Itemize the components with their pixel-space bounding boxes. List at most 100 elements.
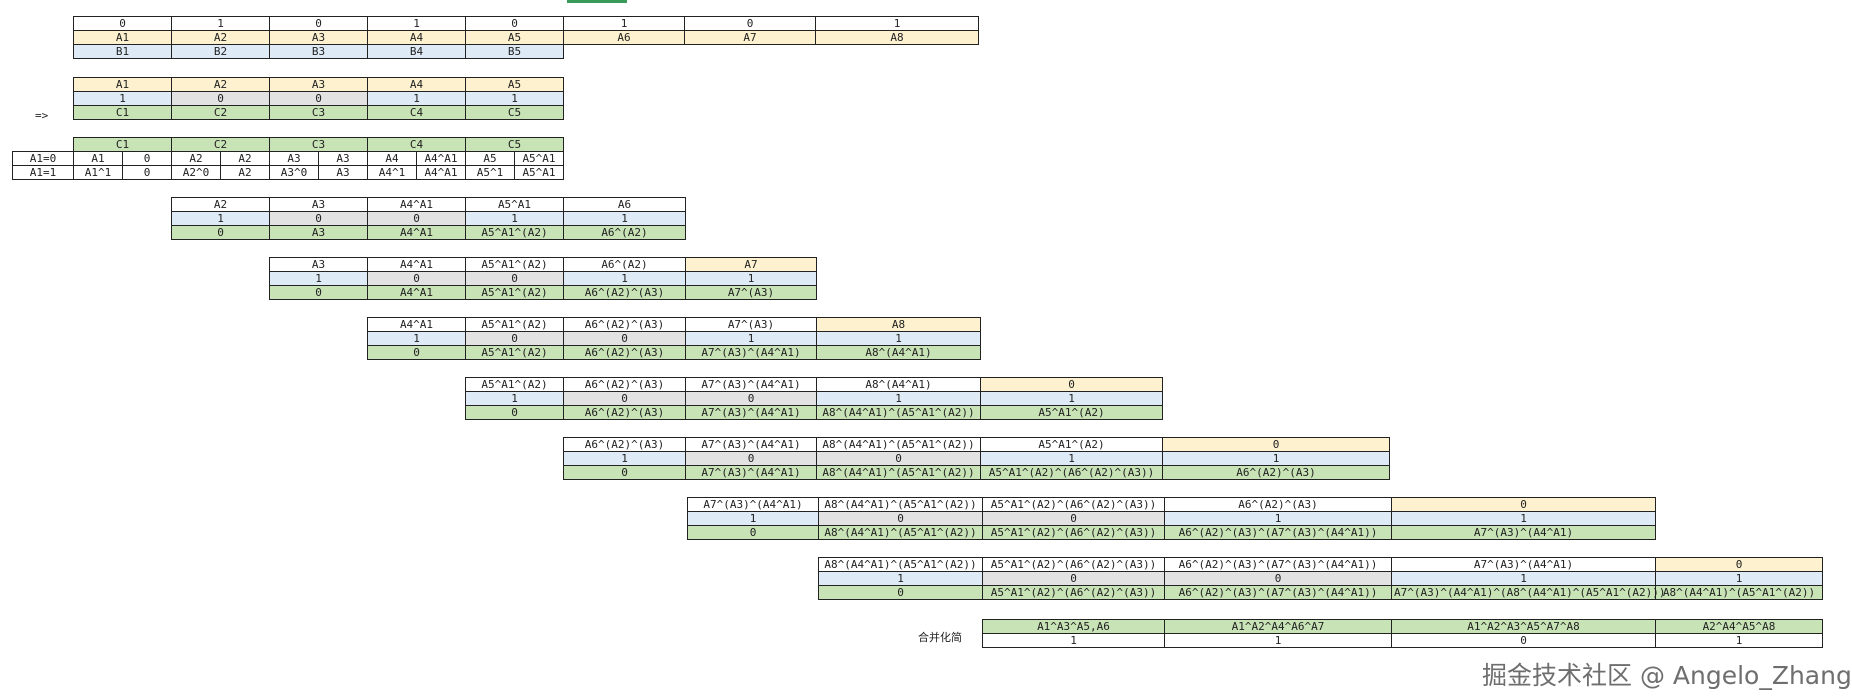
cell[interactable]: 1 xyxy=(1655,633,1823,648)
cell[interactable]: 0 xyxy=(816,451,981,466)
cell[interactable]: 1 xyxy=(1164,511,1392,526)
cell[interactable]: 1 xyxy=(269,271,368,286)
cell[interactable]: A2 xyxy=(220,165,270,180)
cell[interactable]: A4^A1 xyxy=(367,285,466,300)
cell[interactable]: 0 xyxy=(1391,497,1656,512)
cell[interactable]: 1 xyxy=(171,211,270,226)
cell[interactable]: 0 xyxy=(1391,633,1656,648)
cell[interactable]: 1 xyxy=(465,391,564,406)
cell[interactable]: 1 xyxy=(1655,571,1823,586)
cell[interactable]: 0 xyxy=(367,345,466,360)
cell[interactable]: A7^(A3)^(A4^A1) xyxy=(685,377,817,392)
cell[interactable]: 0 xyxy=(1655,557,1823,572)
cell[interactable]: A7 xyxy=(684,30,816,45)
cell[interactable]: A1=1 xyxy=(12,165,74,180)
cell[interactable]: C5 xyxy=(465,105,564,120)
cell[interactable]: C2 xyxy=(171,105,270,120)
cell[interactable]: A3 xyxy=(318,151,368,166)
cell[interactable]: C2 xyxy=(171,137,270,152)
cell[interactable]: 1 xyxy=(1164,633,1392,648)
cell[interactable]: 0 xyxy=(465,16,564,31)
cell[interactable]: 1 xyxy=(1391,511,1656,526)
cell[interactable]: A1 xyxy=(73,77,172,92)
cell[interactable]: B3 xyxy=(269,44,368,59)
cell[interactable]: A4^A1 xyxy=(367,197,466,212)
cell[interactable]: A5^A1^(A2)^(A6^(A2)^(A3)) xyxy=(982,585,1165,600)
cell[interactable]: 1 xyxy=(73,91,172,106)
cell[interactable]: 1 xyxy=(685,331,817,346)
cell[interactable]: A5^A1^(A2) xyxy=(980,405,1163,420)
cell[interactable]: A4^A1 xyxy=(367,257,466,272)
cell[interactable]: A5^A1^(A2) xyxy=(465,285,564,300)
cell[interactable]: 0 xyxy=(563,331,686,346)
cell[interactable]: 1 xyxy=(367,91,466,106)
cell[interactable]: A8^(A4^A1)^(A5^A1^(A2)) xyxy=(818,557,983,572)
cell[interactable]: A1=0 xyxy=(12,151,74,166)
cell[interactable]: A6^(A2)^(A3)^(A7^(A3)^(A4^A1)) xyxy=(1164,585,1392,600)
cell[interactable]: A6^(A2)^(A3) xyxy=(563,345,686,360)
cell[interactable]: A7^(A3)^(A4^A1)^(A8^(A4^A1)^(A5^A1^(A2))… xyxy=(1391,585,1666,600)
cell[interactable]: A8^(A4^A1) xyxy=(816,345,981,360)
cell[interactable]: A4^A1 xyxy=(367,317,466,332)
cell[interactable]: A8^(A4^A1)^(A5^A1^(A2)) xyxy=(816,405,981,420)
cell[interactable]: 0 xyxy=(171,225,270,240)
cell[interactable]: A7^(A3)^(A4^A1) xyxy=(1391,525,1656,540)
cell[interactable]: A8^(A4^A1)^(A5^A1^(A2)) xyxy=(816,437,981,452)
cell[interactable]: 1 xyxy=(1162,451,1390,466)
cell[interactable]: A2^0 xyxy=(171,165,221,180)
cell[interactable]: 1 xyxy=(367,16,466,31)
cell[interactable]: 1 xyxy=(982,633,1165,648)
cell[interactable]: 0 xyxy=(1162,437,1390,452)
cell[interactable]: A3 xyxy=(318,165,368,180)
cell[interactable]: 0 xyxy=(1164,571,1392,586)
cell[interactable]: A5^A1^(A2) xyxy=(465,345,564,360)
cell[interactable]: A6^(A2)^(A3) xyxy=(1164,497,1392,512)
cell[interactable]: 1 xyxy=(465,91,564,106)
cell[interactable]: 1 xyxy=(687,511,819,526)
cell[interactable]: C1 xyxy=(73,137,172,152)
cell[interactable]: C1 xyxy=(73,105,172,120)
cell[interactable]: A3 xyxy=(269,151,319,166)
cell[interactable]: A6^(A2) xyxy=(563,225,686,240)
cell[interactable]: 1 xyxy=(563,451,686,466)
cell[interactable]: A7^(A3) xyxy=(685,285,817,300)
cell[interactable]: A1 xyxy=(73,151,123,166)
cell[interactable]: A5^A1^(A2) xyxy=(465,225,564,240)
cell[interactable]: A3 xyxy=(269,30,368,45)
cell[interactable]: 1 xyxy=(367,331,466,346)
cell[interactable]: A6 xyxy=(563,197,686,212)
cell[interactable]: A4 xyxy=(367,30,466,45)
cell[interactable]: A5^A1^(A2)^(A6^(A2)^(A3)) xyxy=(982,525,1165,540)
cell[interactable]: 1 xyxy=(818,571,983,586)
cell[interactable]: A6^(A2)^(A3) xyxy=(1162,465,1390,480)
cell[interactable]: A2 xyxy=(171,151,221,166)
cell[interactable]: A4^A1 xyxy=(367,225,466,240)
cell[interactable]: A7^(A3) xyxy=(685,317,817,332)
cell[interactable]: 0 xyxy=(465,331,564,346)
cell[interactable]: 0 xyxy=(269,211,368,226)
cell[interactable]: C5 xyxy=(465,137,564,152)
cell[interactable]: A1^1 xyxy=(73,165,123,180)
cell[interactable]: A1 xyxy=(73,30,172,45)
cell[interactable]: A7^(A3)^(A4^A1) xyxy=(685,465,817,480)
cell[interactable]: A7^(A3)^(A4^A1) xyxy=(685,345,817,360)
cell[interactable]: 1 xyxy=(816,331,981,346)
cell[interactable]: A5^A1^(A2)^(A6^(A2)^(A3)) xyxy=(982,557,1165,572)
cell[interactable]: A6^(A2) xyxy=(563,257,686,272)
cell[interactable]: B1 xyxy=(73,44,172,59)
cell[interactable]: 1 xyxy=(816,391,981,406)
cell[interactable]: A1^A3^A5,A6 xyxy=(982,619,1165,634)
cell[interactable]: A5^A1^(A2)^(A6^(A2)^(A3)) xyxy=(982,497,1165,512)
cell[interactable]: A6^(A2)^(A3) xyxy=(563,377,686,392)
cell[interactable]: 0 xyxy=(685,391,817,406)
cell[interactable]: B5 xyxy=(465,44,564,59)
cell[interactable]: 0 xyxy=(563,465,686,480)
cell[interactable]: A4 xyxy=(367,77,466,92)
cell[interactable]: A5^A1^(A2) xyxy=(465,317,564,332)
cell[interactable]: A6^(A2)^(A3) xyxy=(563,405,686,420)
cell[interactable]: A4^A1 xyxy=(416,151,466,166)
cell[interactable]: 1 xyxy=(563,16,685,31)
cell[interactable]: 1 xyxy=(171,16,270,31)
cell[interactable]: 0 xyxy=(684,16,816,31)
cell[interactable]: A6^(A2)^(A3) xyxy=(563,285,686,300)
